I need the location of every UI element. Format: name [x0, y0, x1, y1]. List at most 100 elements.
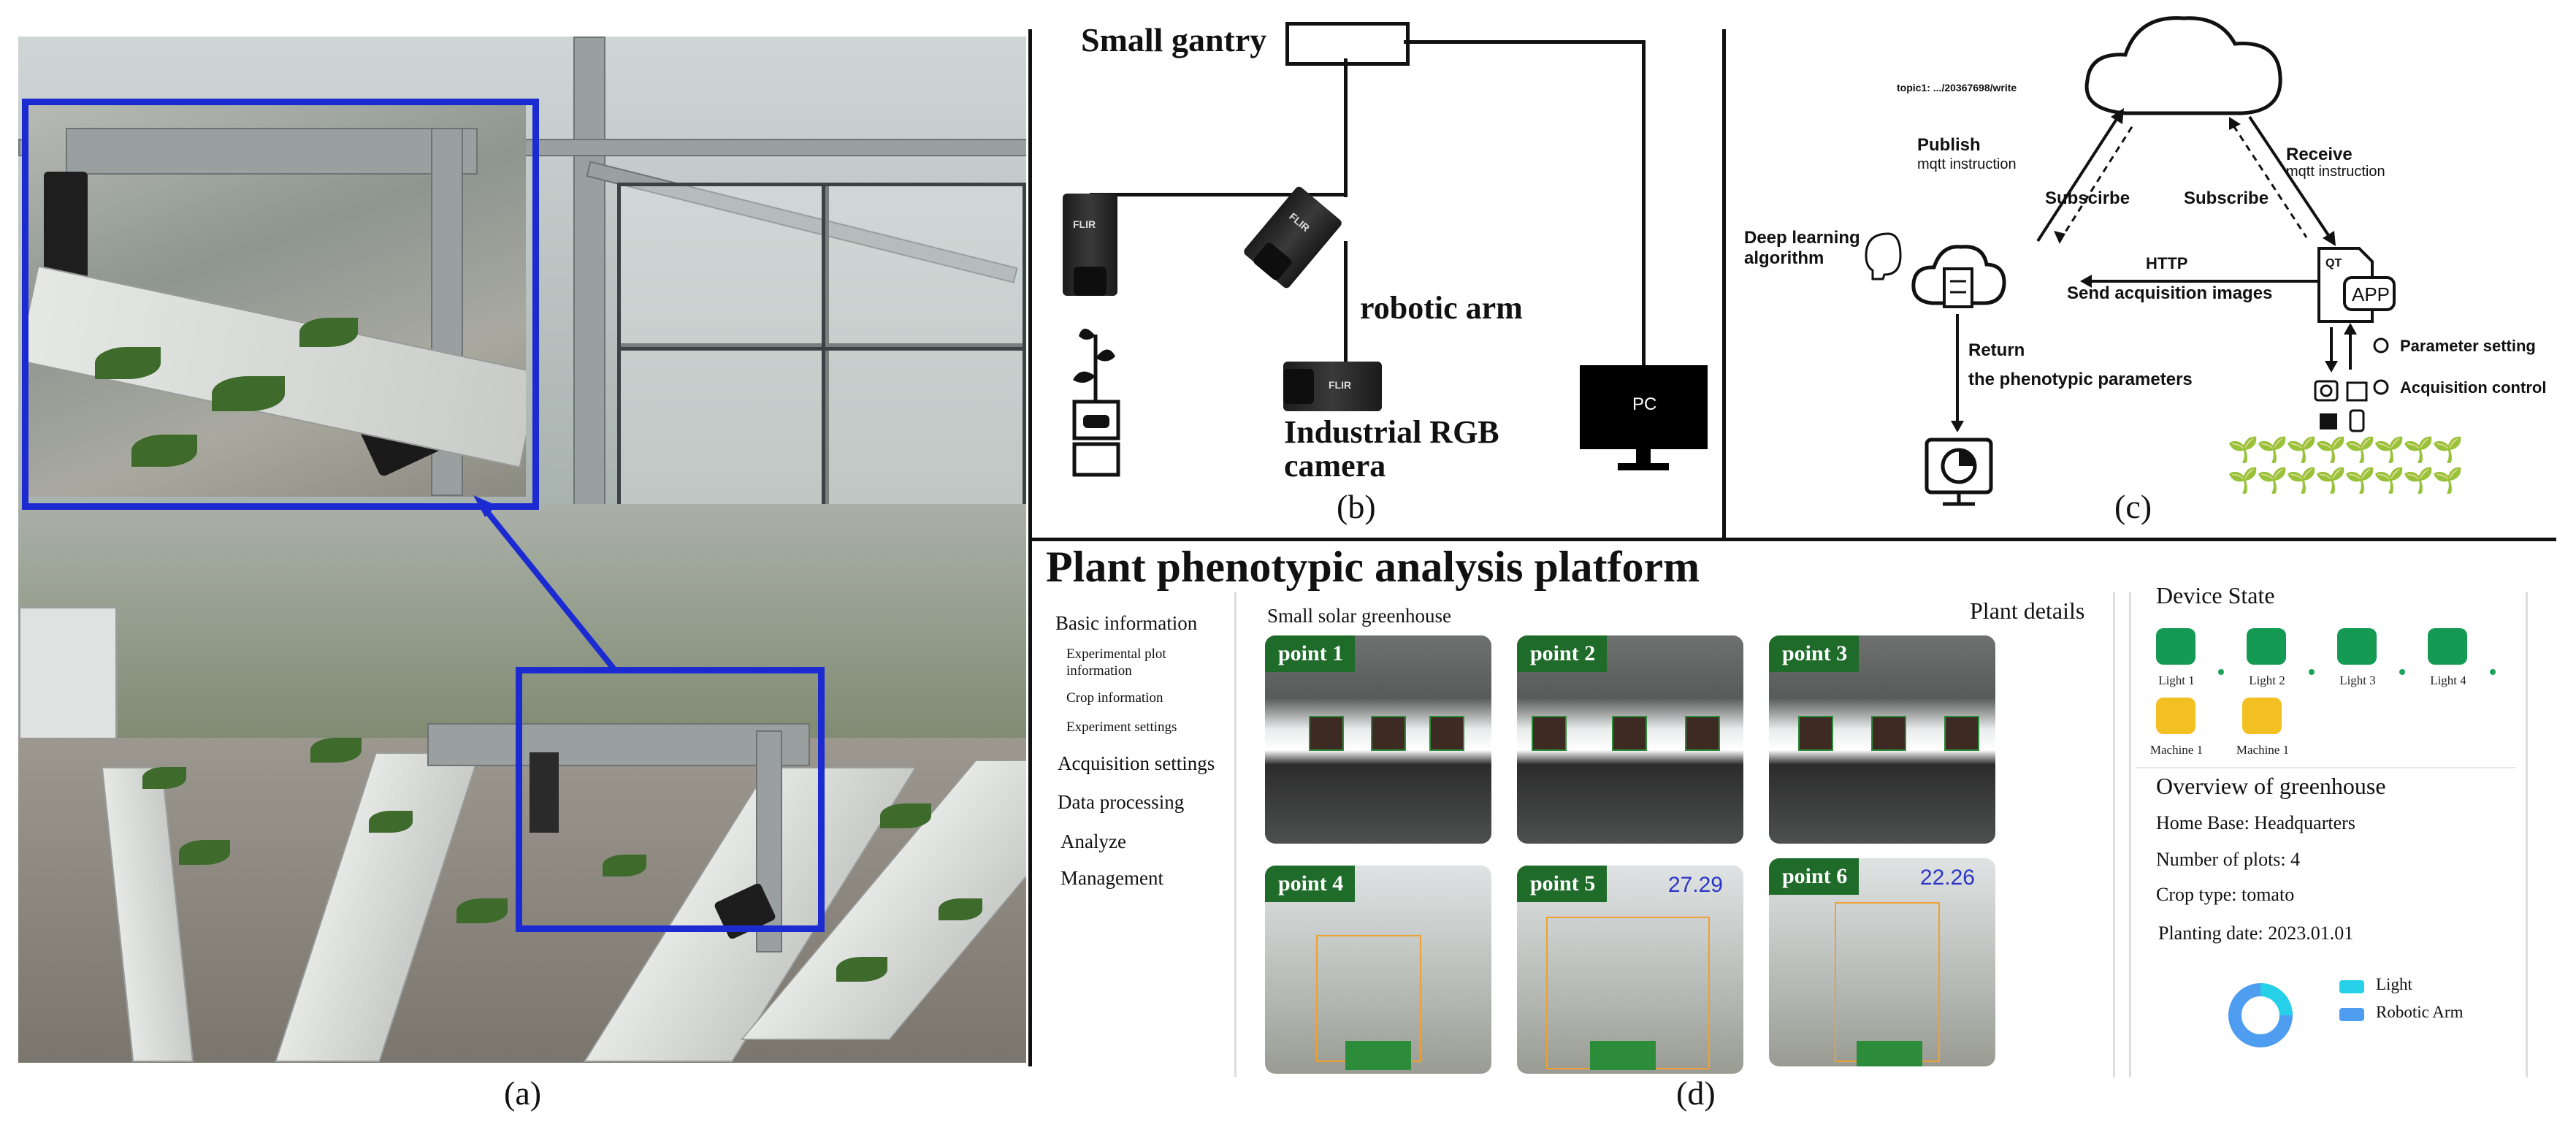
point-thumbnail-4[interactable]: point 4 [1265, 866, 1491, 1074]
arm-label: robotic arm [1360, 290, 1523, 326]
industrial-rgb-camera: FLIR [1283, 362, 1382, 411]
device-machine-2[interactable] [2242, 698, 2282, 734]
status-divider [2136, 767, 2516, 768]
device-label: Light 3 [2339, 673, 2376, 687]
topdown-camera: FLIR [1063, 194, 1117, 296]
menu-experimental-plot-line2: information [1066, 663, 1132, 679]
menu-data-processing[interactable]: Data processing [1058, 791, 1185, 813]
gantry-arm-link [1344, 58, 1348, 197]
point-tag: point 3 [1769, 635, 1860, 672]
device-separator [2218, 669, 2224, 675]
subscribe-left: Subscirbe [2045, 188, 2130, 208]
point-tag: point 1 [1265, 635, 1356, 672]
seedling-icon: 🌱 [2257, 437, 2288, 464]
device-light-1[interactable] [2156, 628, 2195, 665]
plant-details-link[interactable]: Plant details [1970, 597, 2085, 624]
home-base: Home Base: Headquarters [2156, 812, 2355, 833]
source-region-frame [516, 667, 825, 932]
plant-pot-icon [1072, 329, 1120, 477]
seedling-icon: 🌱 [2228, 467, 2259, 494]
menu-basic-information[interactable]: Basic information [1055, 612, 1198, 634]
panel-label-c: (c) [2114, 488, 2152, 525]
return-line2: the phenotypic parameters [1968, 370, 2193, 389]
camera-link-horizontal [1090, 193, 1345, 196]
qt-label: QT [2325, 257, 2342, 270]
seedling-icon: 🌱 [2286, 467, 2317, 494]
seedling-icon: 🌱 [2286, 437, 2317, 464]
point-tag: point 5 [1517, 866, 1608, 902]
point-thumbnail-6[interactable]: point 6 22.26 [1769, 858, 1995, 1066]
device-separator [2309, 669, 2315, 675]
menu-analyze[interactable]: Analyze [1060, 830, 1126, 852]
camera-label-line1: Industrial RGB [1284, 414, 1499, 450]
http-label: HTTP [2146, 254, 2188, 272]
device-machine-1[interactable] [2156, 698, 2195, 734]
legend-swatch-light [2339, 980, 2364, 993]
legend-swatch-arm [2339, 1008, 2364, 1021]
device-label: Light 4 [2430, 673, 2466, 687]
deep-learning-line1: Deep learning [1744, 228, 1860, 248]
legend-arm: Robotic Arm [2376, 1003, 2464, 1021]
gantry-box [1285, 22, 1410, 66]
arm-camera-link [1344, 241, 1348, 365]
point-thumbnail-5[interactable]: point 5 27.29 [1517, 866, 1743, 1074]
receive-sub: mqtt instruction [2286, 164, 2385, 180]
device-label: Machine 1 [2236, 743, 2290, 757]
seedling-icon: 🌱 [2374, 467, 2405, 494]
publish-sub: mqtt instruction [1917, 156, 2017, 172]
point-thumbnail-3[interactable]: point 3 [1769, 635, 1995, 844]
device-state-title: Device State [2156, 582, 2275, 608]
menu-management[interactable]: Management [1060, 867, 1163, 889]
seedling-icon: 🌱 [2315, 467, 2347, 494]
pc-link-vertical [1642, 40, 1646, 369]
divider-vertical-a [1028, 29, 1032, 1066]
publish-label: Publish [1917, 135, 1981, 155]
point-tag: point 4 [1265, 866, 1356, 902]
pc-stand [1636, 449, 1651, 465]
planting-date: Planting date: 2023.01.01 [2158, 923, 2354, 944]
iot-architecture-diagram [1865, 16, 2396, 506]
gantry-pc-link [1404, 40, 1645, 44]
divider-vertical-b [1722, 29, 1726, 539]
overview-title: Overview of greenhouse [2156, 773, 2386, 799]
seedling-icon: 🌱 [2344, 437, 2376, 464]
point-tag: point 2 [1517, 635, 1608, 672]
seedling-icon: 🌱 [2257, 467, 2288, 494]
send-images-label: Send acquisition images [2067, 283, 2273, 303]
device-light-2[interactable] [2247, 628, 2286, 665]
number-of-plots: Number of plots: 4 [2156, 849, 2301, 870]
device-separator [2399, 669, 2405, 675]
point-value: 27.29 [1667, 873, 1723, 897]
seedling-icon: 🌱 [2403, 467, 2434, 494]
menu-acquisition-settings[interactable]: Acquisition settings [1058, 752, 1215, 774]
point-tag: point 6 [1769, 858, 1860, 895]
device-light-3[interactable] [2337, 628, 2377, 665]
device-label: Light 2 [2249, 673, 2285, 687]
device-separator [2490, 669, 2496, 675]
return-line1: Return [1968, 340, 2025, 360]
menu-experimental-plot-line1[interactable]: Experimental plot [1066, 646, 1166, 662]
panel-label-b: (b) [1337, 488, 1376, 525]
device-label: Light 1 [2158, 673, 2195, 687]
inset-frame [22, 99, 539, 510]
seedling-icon: 🌱 [2315, 437, 2347, 464]
status-panel [2129, 592, 2528, 1077]
seedling-icon: 🌱 [2432, 437, 2464, 464]
point-thumbnail-2[interactable]: point 2 [1517, 635, 1743, 844]
menu-crop-information[interactable]: Crop information [1066, 690, 1163, 706]
inset-gantry-closeup [22, 99, 526, 497]
point-thumbnail-1[interactable]: point 1 [1265, 635, 1491, 844]
deep-learning-line2: algorithm [1744, 248, 1824, 268]
legend-light: Light [2376, 975, 2412, 993]
cloud-topic: topic1: .../20367698/write [1897, 82, 2017, 93]
camera-label-line2: camera [1284, 448, 1386, 484]
thumbnails-panel [1234, 592, 2115, 1077]
subscribe-right: Subscribe [2184, 188, 2269, 208]
acquisition-control-label: Acquisition control [2400, 378, 2547, 397]
seedling-icon: 🌱 [2344, 467, 2376, 494]
seedling-icon: 🌱 [2228, 437, 2259, 464]
device-donut-chart [2228, 983, 2293, 1047]
device-light-4[interactable] [2428, 628, 2467, 665]
greenhouse-label: Small solar greenhouse [1267, 605, 1451, 627]
menu-experiment-settings[interactable]: Experiment settings [1066, 719, 1177, 735]
